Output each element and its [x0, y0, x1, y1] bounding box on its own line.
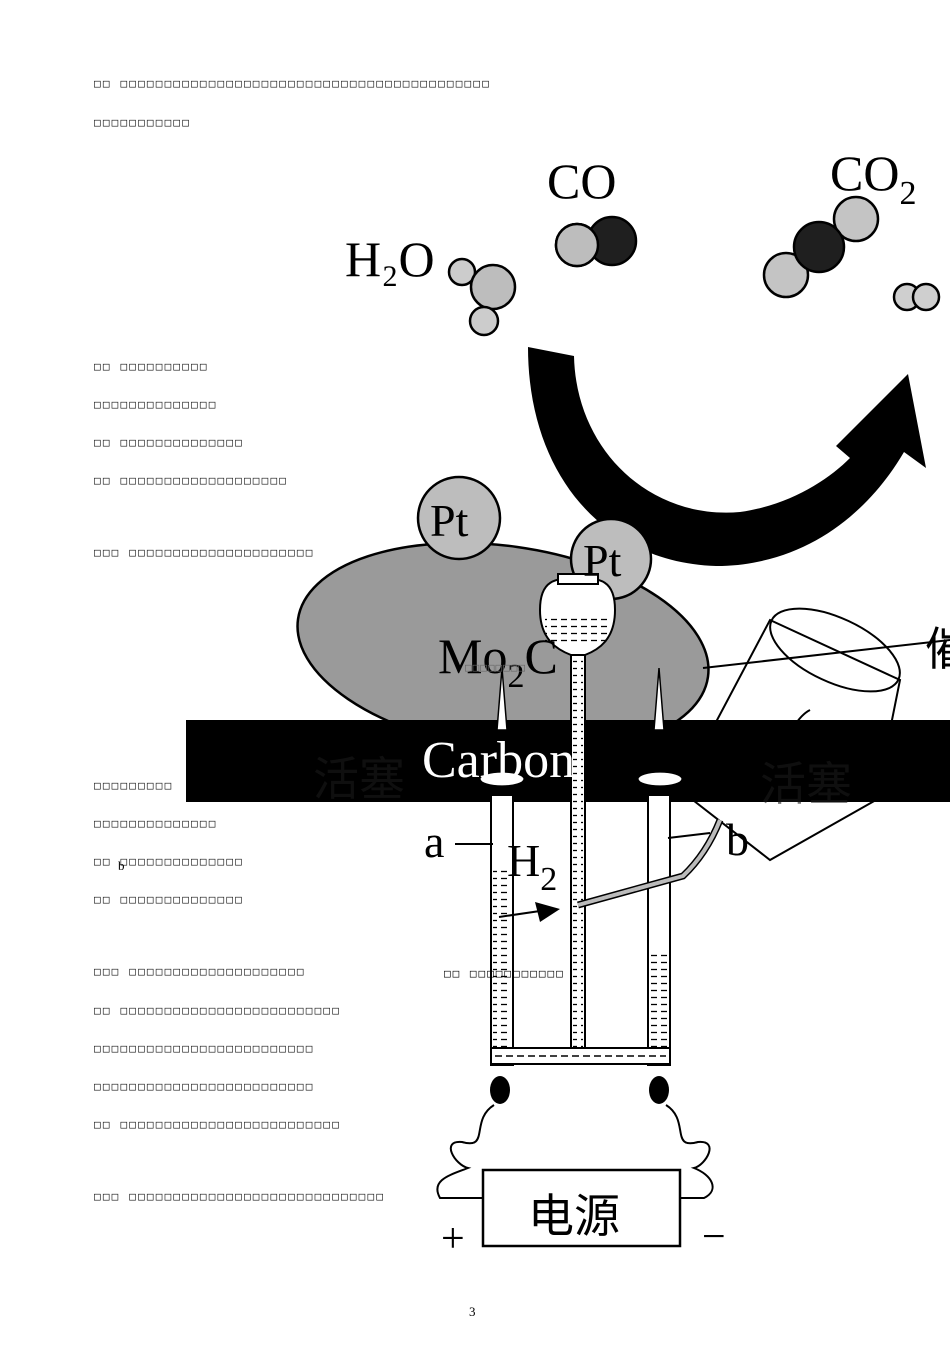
power-label: 电源: [528, 1189, 620, 1243]
co-label: CO: [547, 153, 616, 209]
text-line-13: □□ □□□□□□□□□□□□□□□□□□□□□□□□□: [94, 1004, 342, 1017]
h2o-label: H₂O: [345, 231, 435, 287]
pt-label-1: Pt: [430, 495, 469, 546]
h2-label: H2: [507, 835, 557, 898]
carbon-label: Carbon: [422, 732, 575, 789]
plus-label: +: [441, 1216, 465, 1262]
text-line-3: □□ □□□□□□□□□□: [94, 360, 209, 373]
faint-label-left: 活塞: [313, 752, 405, 806]
text-line-2: □□□□□□□□□□□: [94, 116, 192, 129]
power-supply-box: [481, 1168, 682, 1248]
pt-label-2: Pt: [583, 535, 622, 586]
text-line-16: □□ □□□□□□□□□□□□□□□□□□□□□□□□□: [94, 1118, 342, 1131]
inline-right-text: □□ □□□□□□□□□□□: [444, 967, 565, 980]
electrolysis-apparatus: [436, 573, 724, 1248]
inline-mid-text: □□□□□□□□: [465, 661, 526, 674]
carbon-bar: [186, 720, 950, 802]
molecules-illustration: [447, 195, 941, 337]
text-line-5: □□ □□□□□□□□□□□□□□: [94, 436, 244, 449]
co2-label: CO2: [830, 145, 916, 212]
text-line-8: □□□□□□□□□: [94, 779, 174, 792]
text-line-1: □□ □□□□□□□□□□□□□□□□□□□□□□□□□□□□□□□□□□□□□…: [94, 77, 492, 90]
mo2c-label: Mo2C: [438, 628, 558, 695]
text-line-9: □□□□□□□□□□□□□□: [94, 817, 218, 830]
minus-label: −: [702, 1214, 726, 1260]
inline-b: b: [118, 858, 125, 873]
page-number: 3: [469, 1304, 476, 1319]
reaction-arrow: [528, 347, 926, 566]
text-line-12: □□□ □□□□□□□□□□□□□□□□□□□□: [94, 965, 306, 978]
text-line-4: □□□□□□□□□□□□□□: [94, 398, 218, 411]
cut-label: 催: [925, 622, 950, 676]
text-line-7: □□□ □□□□□□□□□□□□□□□□□□□□□: [94, 546, 315, 559]
text-line-14: □□□□□□□□□□□□□□□□□□□□□□□□□: [94, 1042, 315, 1055]
text-line-11: □□ □□□□□□□□□□□□□□: [94, 893, 244, 906]
text-line-6: □□ □□□□□□□□□□□□□□□□□□□: [94, 474, 289, 487]
faint-label-right: 活塞: [760, 757, 852, 811]
label-b: b: [726, 814, 749, 865]
text-line-15: □□□□□□□□□□□□□□□□□□□□□□□□□: [94, 1080, 315, 1093]
text-line-10: □□ □□□□□□□□□□□□□□: [94, 855, 244, 868]
text-line-17: □□□ □□□□□□□□□□□□□□□□□□□□□□□□□□□□□: [94, 1190, 386, 1203]
label-a: a: [424, 816, 444, 867]
pt-particle-1: [416, 475, 502, 561]
